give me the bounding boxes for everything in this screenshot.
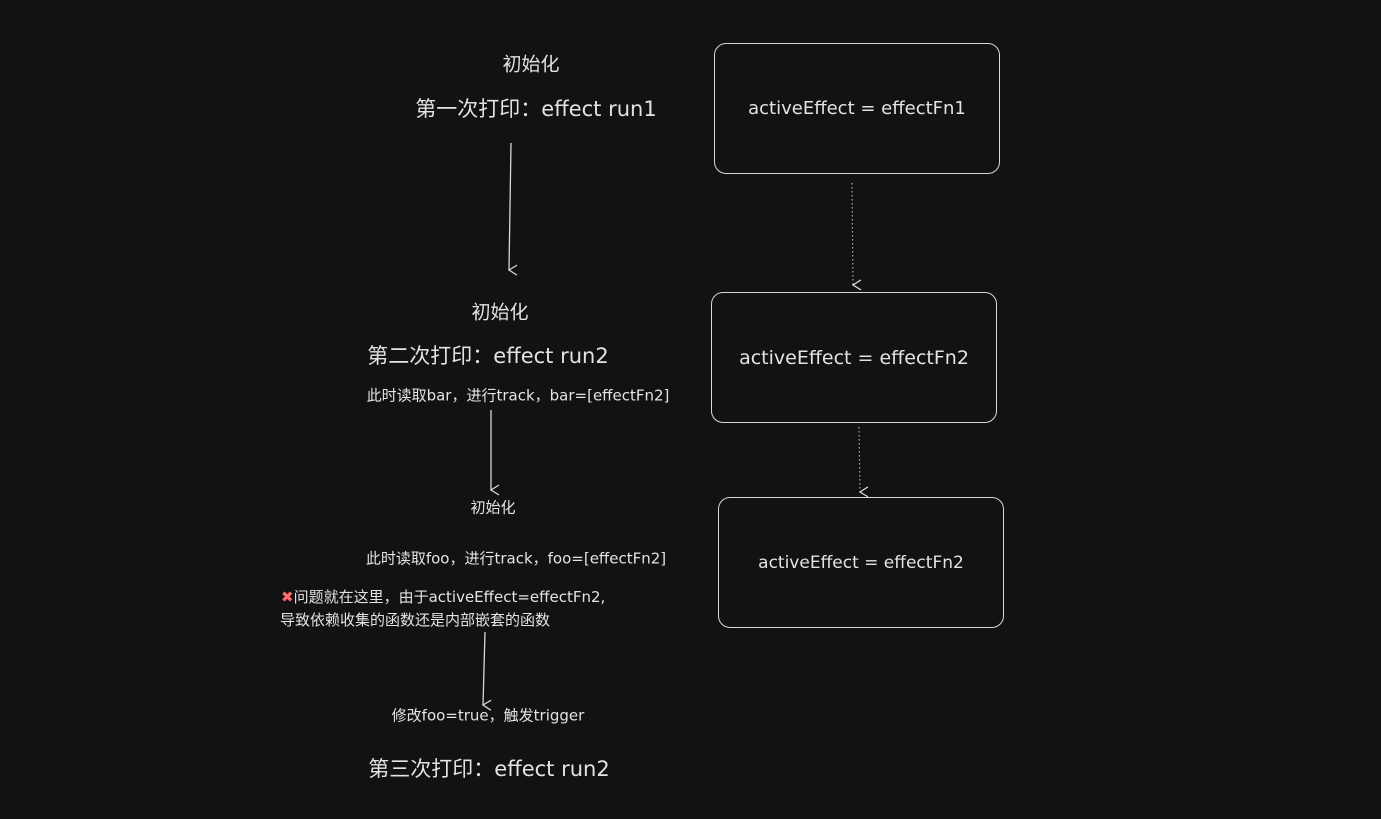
- dotted-arrow-box2-to-box3: [858, 426, 869, 498]
- track-bar-note: 此时读取bar，进行track，bar=[effectFn2]: [366, 386, 670, 405]
- track-foo-note: 此时读取foo，进行track，foo=[effectFn2]: [365, 549, 667, 568]
- print-label-3: 第三次打印：effect run2: [368, 757, 610, 781]
- problem-note-line1: ✖问题就在这里，由于activeEffect=effectFn2,: [281, 586, 605, 607]
- problem-text-1: 问题就在这里，由于activeEffect=effectFn2,: [293, 588, 606, 606]
- print-label-2: 第二次打印：effect run2: [367, 344, 609, 368]
- active-effect-box-1-label: activeEffect = effectFn1: [748, 98, 966, 119]
- arrow-init1-to-init2: [507, 142, 518, 276]
- init-label-1: 初始化: [502, 53, 560, 76]
- active-effect-box-3: activeEffect = effectFn2: [718, 497, 1004, 628]
- active-effect-box-3-label: activeEffect = effectFn2: [758, 552, 964, 573]
- active-effect-box-2-label: activeEffect = effectFn2: [739, 346, 969, 369]
- arrow-problem-to-modify: [481, 631, 492, 711]
- init-label-2: 初始化: [471, 301, 529, 324]
- problem-note-line2: 导致依赖收集的函数还是内部嵌套的函数: [280, 611, 551, 629]
- cross-mark-icon: ✖: [281, 588, 294, 606]
- dotted-arrow-box1-to-box2: [851, 182, 862, 291]
- active-effect-box-1: activeEffect = effectFn1: [714, 43, 1000, 174]
- init-label-3: 初始化: [470, 498, 516, 517]
- print-label-1: 第一次打印：effect run1: [415, 97, 657, 121]
- active-effect-box-2: activeEffect = effectFn2: [711, 292, 997, 423]
- modify-note: 修改foo=true，触发trigger: [391, 706, 585, 725]
